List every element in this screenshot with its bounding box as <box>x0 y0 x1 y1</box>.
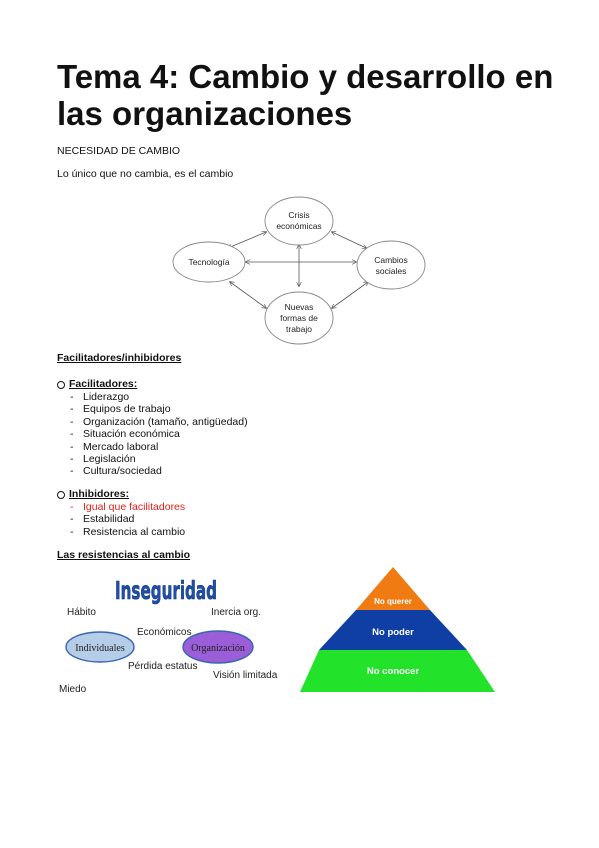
node-tecnologia <box>172 241 246 283</box>
node-cambios <box>356 240 426 290</box>
pyramid-top-label: No querer <box>374 597 412 606</box>
list-item: Resistencia al cambio <box>69 526 185 539</box>
list-item: Equipos de trabajo <box>69 403 248 416</box>
tecnologia-label: Tecnología <box>188 257 229 267</box>
inseguridad-label: Inseguridad <box>115 576 217 605</box>
pyramid-middle-label: No poder <box>372 627 414 638</box>
cambios-line1: Cambios <box>374 255 408 265</box>
list-item: Cultura/sociedad <box>69 465 248 478</box>
resistance-pyramid: No querer No poder No conocer <box>300 565 495 695</box>
facilitadores-list: Liderazgo Equipos de trabajo Organizació… <box>69 391 248 478</box>
node-crisis <box>264 196 334 246</box>
circle-bullet-icon <box>57 491 65 499</box>
section-resistencias: Las resistencias al cambio <box>57 549 191 561</box>
pyramid-middle <box>319 610 467 650</box>
circle-bullet-icon <box>57 381 65 389</box>
list-item: Estabilidad <box>69 513 185 526</box>
need-heading: NECESIDAD DE CAMBIO <box>57 145 181 157</box>
cambios-line2: sociales <box>376 266 407 276</box>
list-item: Mercado laboral <box>69 441 248 454</box>
facilitadores-label: Facilitadores: <box>69 378 138 390</box>
inhibidores-list: Igual que facilitadores Estabilidad Resi… <box>69 501 185 539</box>
crisis-line1: Crisis <box>288 210 309 220</box>
nuevas-line2: formas de <box>280 313 318 323</box>
pyramid-bottom-label: No conocer <box>367 666 420 677</box>
list-item: Legislación <box>69 453 248 466</box>
resistances-diagram: Inseguridad Hábito Inercia org. Económic… <box>59 576 278 695</box>
perdida-label: Pérdida estatus <box>128 661 198 672</box>
pyramid-bottom <box>300 650 495 692</box>
nuevas-line3: trabajo <box>286 324 312 334</box>
pyramid-top <box>356 567 430 610</box>
nuevas-line1: Nuevas <box>285 302 314 312</box>
habito-label: Hábito <box>67 607 96 618</box>
section-facilitadores-inhibidores: Facilitadores/inhibidores <box>57 352 182 364</box>
change-drivers-diagram: Crisis económicas Tecnología Cambios soc… <box>172 196 426 345</box>
list-item: Liderazgo <box>69 391 248 404</box>
inhibidores-label: Inhibidores: <box>69 488 130 500</box>
inercia-label: Inercia org. <box>211 607 261 618</box>
node-nuevas <box>264 291 334 345</box>
organizacion-ellipse <box>182 630 254 664</box>
list-item: Igual que facilitadores <box>69 501 185 514</box>
organizacion-label: Organización <box>191 643 245 654</box>
page-title: Tema 4: Cambio y desarrollo en las organ… <box>57 58 554 132</box>
economicos-label: Económicos <box>137 627 191 638</box>
individuales-label: Individuales <box>75 643 125 654</box>
vision-label: Visión limitada <box>213 670 278 681</box>
list-item: Organización (tamaño, antigüedad) <box>69 416 248 429</box>
miedo-label: Miedo <box>59 684 87 695</box>
quote: Lo único que no cambia, es el cambio <box>57 168 234 180</box>
list-item: Situación económica <box>69 428 248 441</box>
crisis-line2: económicas <box>276 221 321 231</box>
individuales-ellipse <box>65 631 135 663</box>
